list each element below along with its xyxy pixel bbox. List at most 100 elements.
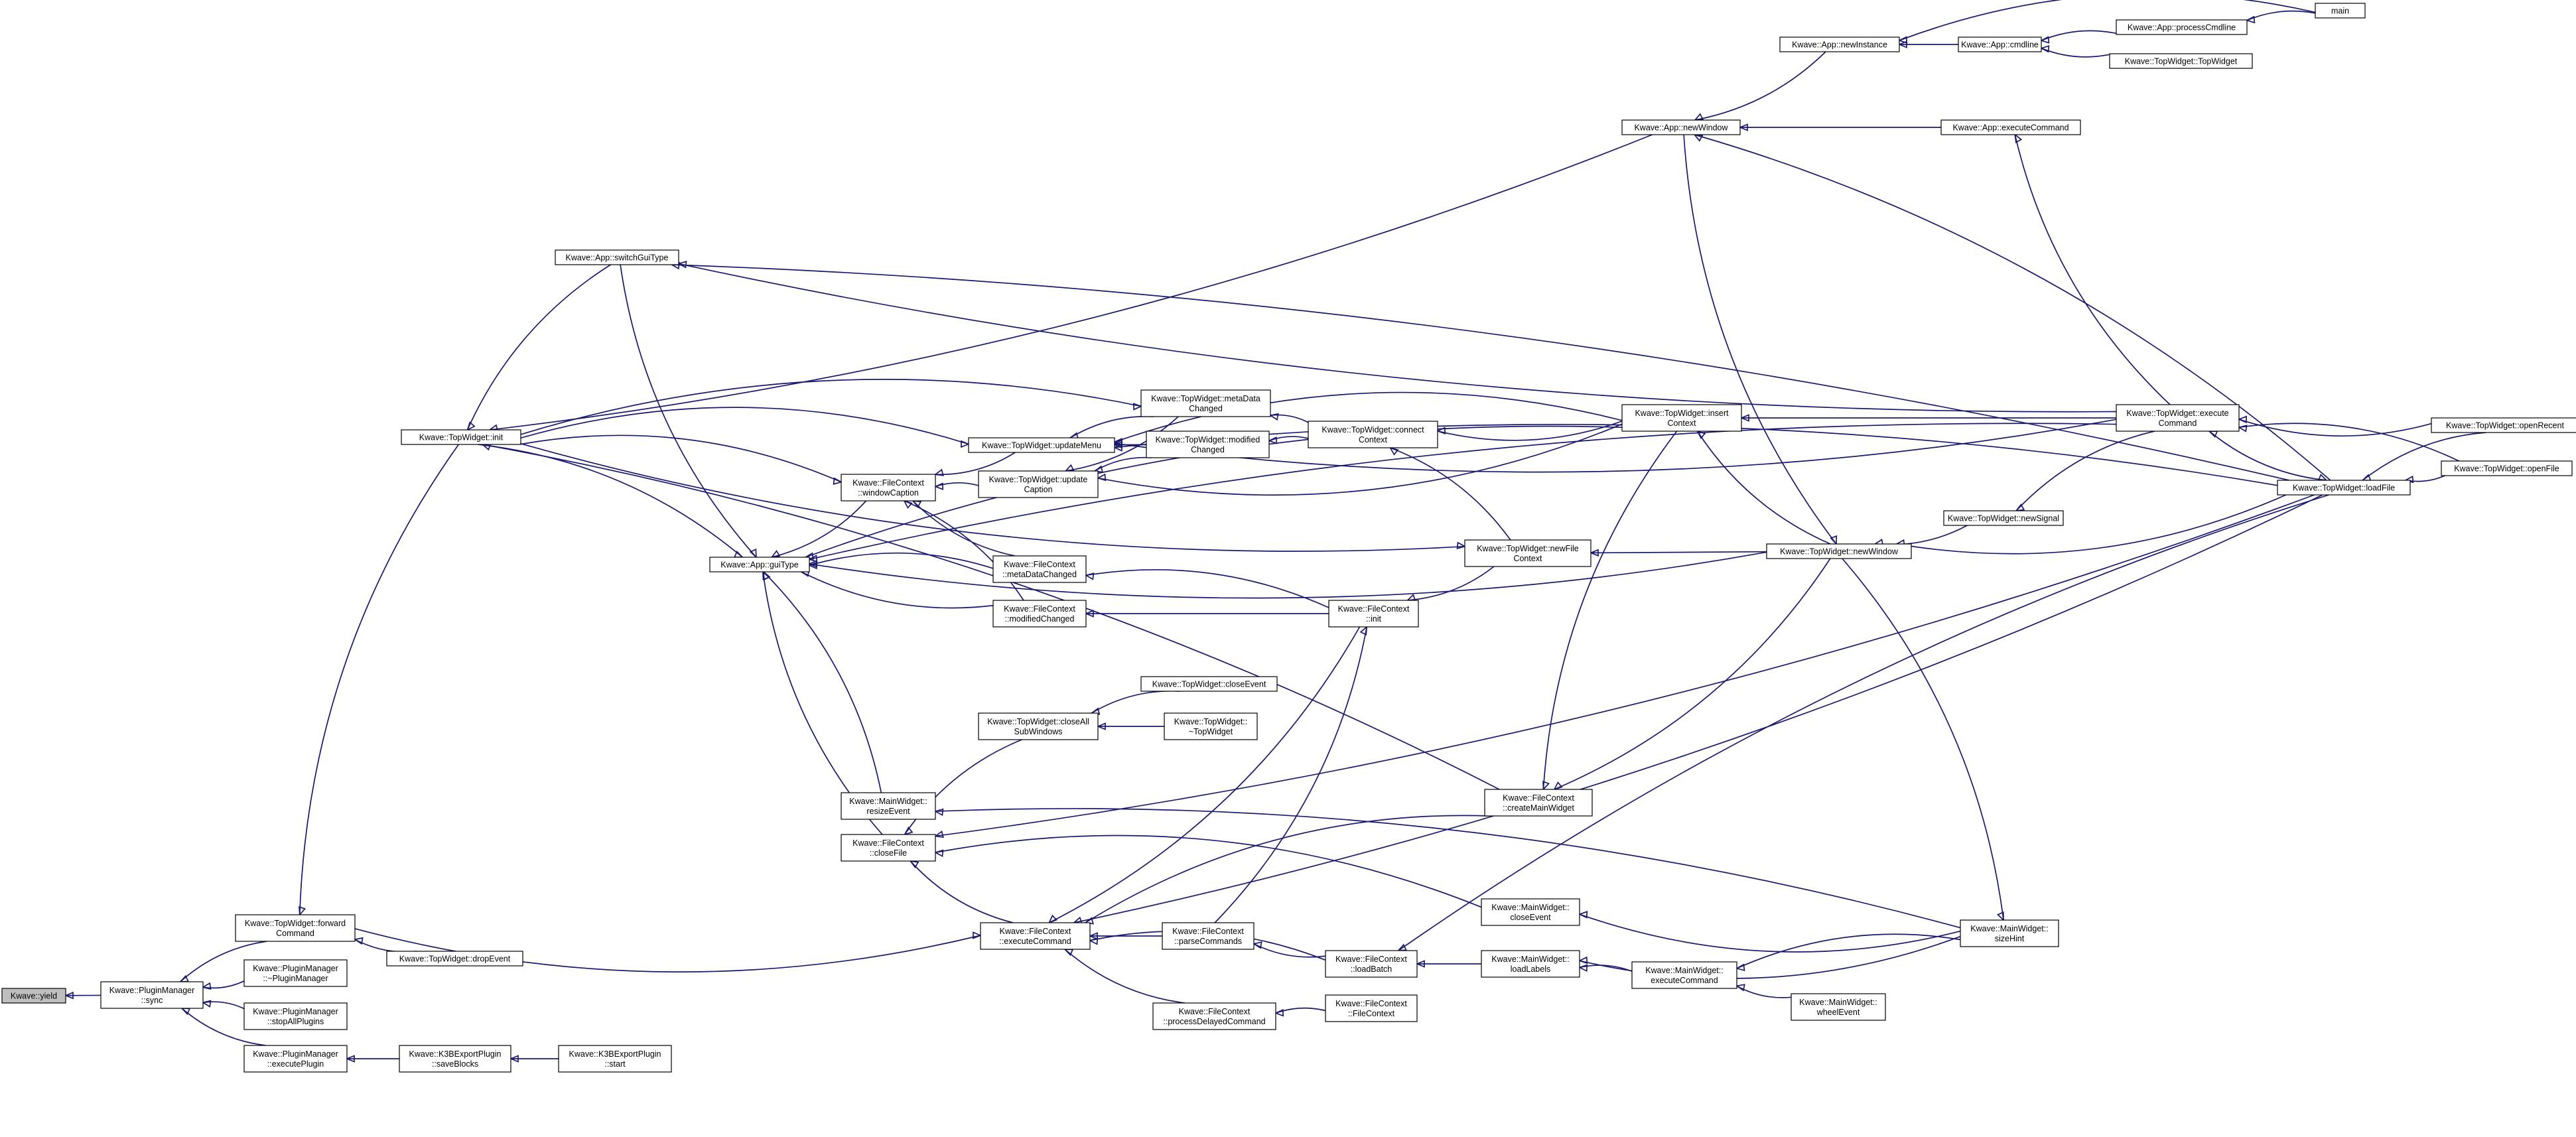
node-mw-labels[interactable]: Kwave::MainWidget::loadLabels <box>1481 950 1580 978</box>
node-label: ::sync <box>141 996 163 1005</box>
edge-line <box>935 808 1961 929</box>
node-mw-sizehint[interactable]: Kwave::MainWidget::sizeHint <box>1960 919 2059 947</box>
edge-line <box>2041 47 2110 58</box>
node-tw-drop[interactable]: Kwave::TopWidget::dropEvent <box>386 951 523 967</box>
node-mw-closeevt[interactable]: Kwave::MainWidget::closeEvent <box>1481 898 1580 926</box>
node-tw-modchg[interactable]: Kwave::TopWidget::modifiedChanged <box>1146 431 1270 458</box>
node-fc-delayed[interactable]: Kwave::FileContext::processDelayedComman… <box>1152 1002 1276 1030</box>
node-label: ::stopAllPlugins <box>267 1017 324 1026</box>
node-label: Kwave::App::executeCommand <box>1952 123 2068 133</box>
node-fc-parse[interactable]: Kwave::FileContext::parseCommands <box>1162 922 1254 950</box>
edge-line <box>1694 134 2331 481</box>
edge-line <box>490 134 1653 431</box>
call-edge-tw_loadfile-to-fc_exec <box>1072 494 2323 924</box>
node-box <box>555 249 679 265</box>
edge-line <box>1085 569 1329 608</box>
node-mw-wheel[interactable]: Kwave::MainWidget::wheelEvent <box>1791 993 1886 1021</box>
node-pm-sync[interactable]: Kwave::PluginManager::sync <box>100 981 204 1009</box>
node-label: Kwave::FileContext <box>1503 793 1574 803</box>
node-pm-dtor[interactable]: Kwave::PluginManager::~PluginManager <box>243 959 348 987</box>
node-tw-execcmd[interactable]: Kwave::TopWidget::executeCommand <box>2116 404 2240 432</box>
node-tw-newwin[interactable]: Kwave::TopWidget::newWindow <box>1766 543 1912 559</box>
call-edge-tw_execcmd-to-app_gui <box>807 423 2117 563</box>
call-edge-mw_labels-to-fc_batch <box>1415 960 1481 968</box>
edge-line <box>1683 134 1837 545</box>
node-app-switch[interactable]: Kwave::App::switchGuiType <box>555 249 679 265</box>
node-label: Kwave::TopWidget::newFile <box>1477 544 1579 553</box>
node-label: Context <box>1513 554 1542 563</box>
arrowhead-icon <box>1553 781 1563 791</box>
arrowhead-icon <box>1436 427 1446 435</box>
node-tw-ctor[interactable]: Kwave::TopWidget::TopWidget <box>2109 53 2253 69</box>
node-tw-metachg[interactable]: Kwave::TopWidget::metaDataChanged <box>1140 389 1271 417</box>
node-fc-ctor[interactable]: Kwave::FileContext::FileContext <box>1325 994 1418 1022</box>
node-label: Kwave::TopWidget::openFile <box>2454 464 2559 474</box>
node-k3b-save[interactable]: Kwave::K3BExportPlugin::saveBlocks <box>399 1045 511 1073</box>
node-tw-updmenu[interactable]: Kwave::TopWidget::updateMenu <box>968 437 1115 453</box>
node-pm-exec[interactable]: Kwave::PluginManager::executePlugin <box>243 1045 348 1073</box>
edge-line <box>912 500 1016 557</box>
node-label: SubWindows <box>1014 727 1063 736</box>
call-edge-fc_parse-to-fc_init <box>1214 626 1368 923</box>
edge-line <box>1065 416 1179 472</box>
node-mw-resize[interactable]: Kwave::MainWidget::resizeEvent <box>841 792 936 820</box>
node-fc-metachg[interactable]: Kwave::FileContext::metaDataChanged <box>992 555 1087 583</box>
call-edge-fc_delayed-to-fc_exec <box>1063 949 1185 1004</box>
node-tw-openrecent[interactable]: Kwave::TopWidget::openRecent <box>2431 417 2576 433</box>
edge-line <box>2238 419 2432 436</box>
arrowhead-icon <box>1113 444 1123 452</box>
node-label: ::executeCommand <box>999 937 1071 946</box>
node-tw-closeevt[interactable]: Kwave::TopWidget::closeEvent <box>1140 676 1278 692</box>
node-app-proccmd[interactable]: Kwave::App::processCmdline <box>2116 19 2248 35</box>
node-fc-close[interactable]: Kwave::FileContext::closeFile <box>841 834 936 862</box>
node-app-gui[interactable]: Kwave::App::guiType <box>709 557 810 572</box>
node-fc-exec[interactable]: Kwave::FileContext::executeCommand <box>980 922 1091 950</box>
node-box <box>243 1045 348 1073</box>
node-tw-openfile[interactable]: Kwave::TopWidget::openFile <box>2441 460 2573 476</box>
node-box <box>992 600 1087 628</box>
edge-line <box>1554 558 1831 790</box>
arrowhead-icon <box>1996 911 2004 922</box>
node-fc-batch[interactable]: Kwave::FileContext::loadBatch <box>1325 950 1418 978</box>
edge-line <box>299 444 459 915</box>
node-fc-init[interactable]: Kwave::FileContext::init <box>1328 600 1419 628</box>
node-k3b-start[interactable]: Kwave::K3BExportPlugin::start <box>558 1045 672 1073</box>
node-tw-loadfile[interactable]: Kwave::TopWidget::loadFile <box>2277 480 2411 496</box>
call-edge-mw_wheel-to-mw_exec <box>1735 984 1792 998</box>
node-tw-init[interactable]: Kwave::TopWidget::init <box>401 429 521 445</box>
arrowhead-icon <box>833 477 843 485</box>
edge-line <box>809 552 994 569</box>
node-box <box>1140 389 1271 417</box>
node-label: Kwave::TopWidget::newSignal <box>1948 514 2059 523</box>
arrowhead-icon <box>1696 430 1706 440</box>
node-tw-dtor[interactable]: Kwave::TopWidget::~TopWidget <box>1164 712 1258 740</box>
arrowhead-icon <box>770 549 781 559</box>
node-app-cmdline[interactable]: Kwave::App::cmdline <box>1958 36 2042 52</box>
arrowhead-icon <box>1738 123 1748 131</box>
node-pm-stop[interactable]: Kwave::PluginManager::stopAllPlugins <box>243 1002 348 1030</box>
node-app-newwin[interactable]: Kwave::App::newWindow <box>1621 119 1741 135</box>
arrowhead-icon <box>1578 911 1588 919</box>
call-edge-tw_execcmd-to-tw_updmenu <box>1113 419 2117 473</box>
node-app-newinst[interactable]: Kwave::App::newInstance <box>1779 36 1900 52</box>
edge-line <box>1842 558 2004 921</box>
call-edge-tw_init-to-tw_newfile <box>520 442 1467 552</box>
node-tw-newsignal[interactable]: Kwave::TopWidget::newSignal <box>1943 510 2064 526</box>
node-mw-exec[interactable]: Kwave::MainWidget::executeCommand <box>1631 961 1737 989</box>
node-fc-caption[interactable]: Kwave::FileContext::windowCaption <box>841 474 936 502</box>
node-box <box>2431 417 2576 433</box>
call-edge-fc_caption-to-app_gui <box>770 500 867 559</box>
node-box <box>1960 919 2059 947</box>
node-main[interactable]: main <box>2315 3 2366 19</box>
node-fc-modchg[interactable]: Kwave::FileContext::modifiedChanged <box>992 600 1087 628</box>
node-app-execcmd[interactable]: Kwave::App::executeCommand <box>1940 119 2081 135</box>
call-edge-pm_dtor-to-pm_sync <box>201 980 245 990</box>
call-edge-tw_loadfile-to-fc_close <box>933 494 2315 838</box>
node-fc-createmw[interactable]: Kwave::FileContext::createMainWidget <box>1484 789 1593 817</box>
